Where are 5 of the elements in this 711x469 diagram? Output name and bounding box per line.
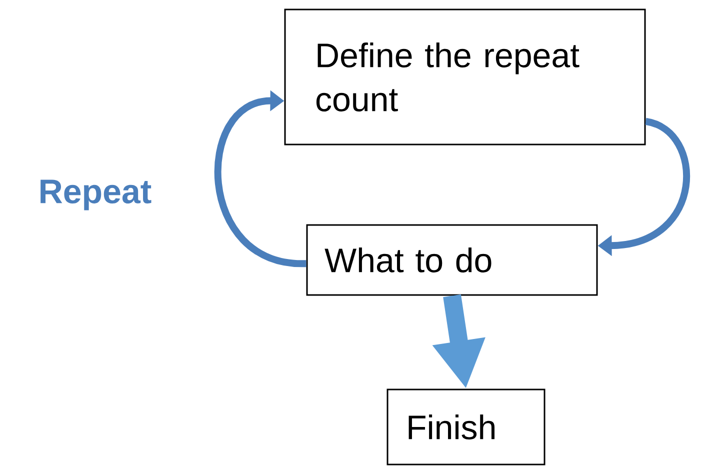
repeat-label: Repeat [40, 180, 152, 210]
process-box: Finish [386, 388, 546, 466]
process-box: Define the repeat count [284, 8, 646, 146]
process-box: What to do [306, 224, 598, 296]
arrow [214, 90, 307, 268]
